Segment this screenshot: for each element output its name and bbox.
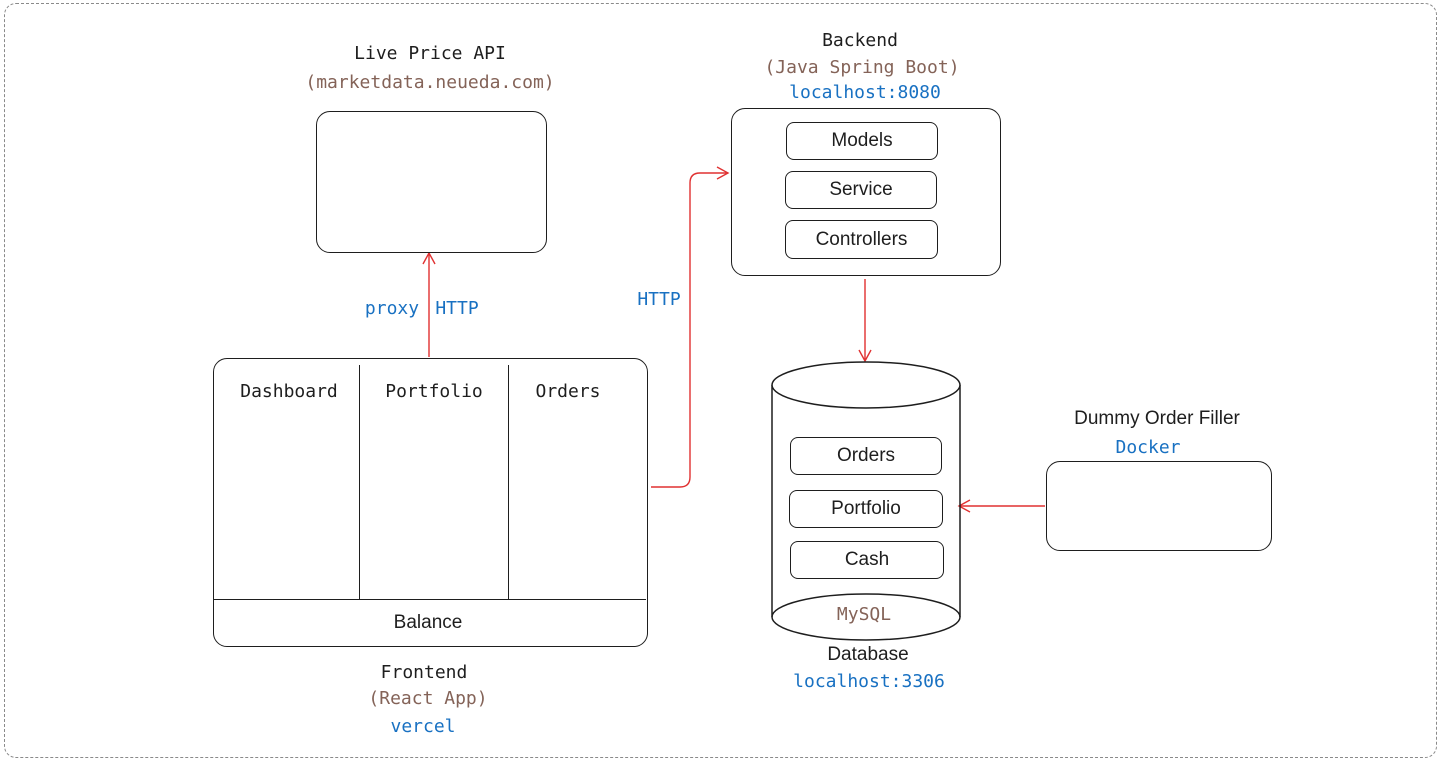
db-table-cash: Cash bbox=[790, 541, 944, 579]
backend-http-label: HTTP bbox=[637, 289, 681, 310]
api-http-label: HTTP bbox=[435, 298, 479, 319]
backend-module-models: Models bbox=[786, 122, 938, 160]
database-cylinder bbox=[771, 361, 961, 641]
api-subtitle: (marketdata.neueda.com) bbox=[305, 72, 555, 93]
db-engine-label: MySQL bbox=[836, 604, 892, 625]
api-box bbox=[316, 111, 547, 253]
diagram-frame bbox=[4, 3, 1437, 758]
database-host: localhost:3306 bbox=[793, 671, 945, 692]
database-title: Database bbox=[827, 644, 909, 665]
frontend-footer-balance: Balance bbox=[393, 612, 463, 633]
arrow-frontend-to-backend bbox=[651, 166, 730, 488]
db-table-orders: Orders bbox=[790, 437, 942, 475]
order-filler-title: Dummy Order Filler bbox=[1074, 408, 1240, 429]
frontend-panel-dashboard: Dashboard bbox=[240, 381, 338, 402]
db-table-portfolio: Portfolio bbox=[789, 490, 943, 528]
frontend-box bbox=[213, 358, 648, 647]
backend-subtitle: (Java Spring Boot) bbox=[764, 57, 960, 78]
frontend-title: Frontend bbox=[380, 662, 468, 683]
frontend-panel-orders: Orders bbox=[535, 381, 601, 402]
proxy-label: proxy bbox=[364, 298, 420, 319]
frontend-subtitle: (React App) bbox=[368, 688, 488, 709]
backend-module-controllers: Controllers bbox=[785, 220, 938, 259]
frontend-host: vercel bbox=[390, 716, 456, 737]
backend-title: Backend bbox=[822, 30, 898, 51]
frontend-divider-1 bbox=[359, 365, 360, 599]
frontend-divider-2 bbox=[508, 365, 509, 599]
backend-module-service: Service bbox=[785, 171, 937, 209]
order-filler-host: Docker bbox=[1115, 437, 1181, 458]
order-filler-box bbox=[1046, 461, 1272, 551]
frontend-footer-divider bbox=[214, 599, 646, 600]
api-title: Live Price API bbox=[354, 43, 506, 64]
frontend-panel-portfolio: Portfolio bbox=[385, 381, 483, 402]
backend-host: localhost:8080 bbox=[789, 82, 941, 103]
